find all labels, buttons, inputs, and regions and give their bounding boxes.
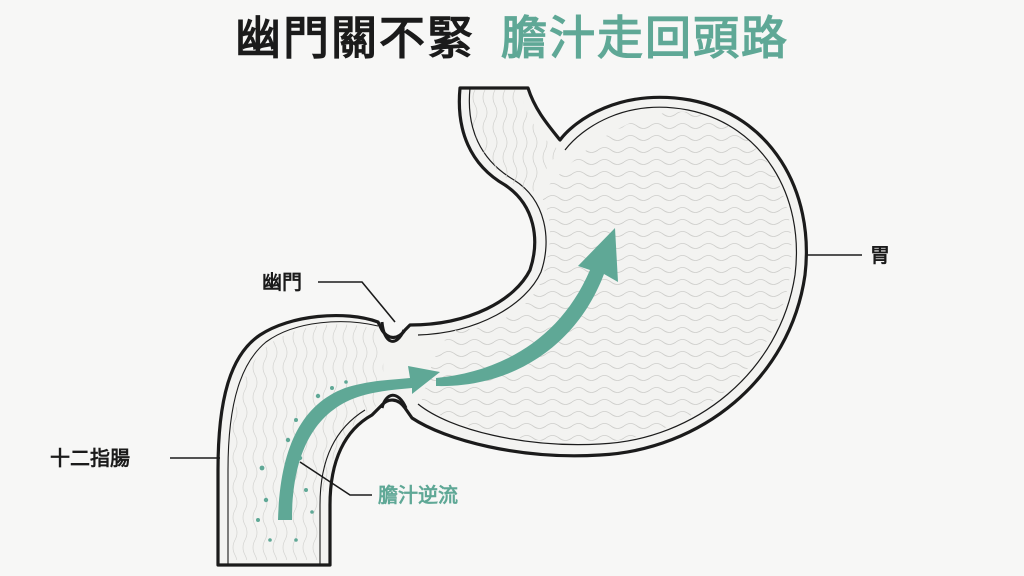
leader-line-bile-reflux <box>299 461 372 496</box>
leader-lines <box>170 254 862 496</box>
pylorus-label: 幽門 <box>262 270 302 294</box>
stomach-label: 胃 <box>870 243 890 267</box>
diagram-title: 幽門關不緊膽汁走回頭路 <box>0 6 1024 70</box>
esophagus-texture <box>472 90 560 195</box>
bile-droplets <box>256 380 348 542</box>
pylorus-sphincter <box>380 321 408 409</box>
title-part-2: 膽汁走回頭路 <box>501 11 789 65</box>
title-part-1: 幽門關不緊 <box>235 11 475 65</box>
stomach-organ <box>216 86 808 567</box>
bile-reflux-arrow <box>278 228 618 520</box>
bile-reflux-label: 膽汁逆流 <box>378 483 458 507</box>
duodenum-label: 十二指腸 <box>50 446 130 470</box>
leader-line-pylorus <box>318 281 396 323</box>
duodenum-inner-wall <box>227 321 379 565</box>
